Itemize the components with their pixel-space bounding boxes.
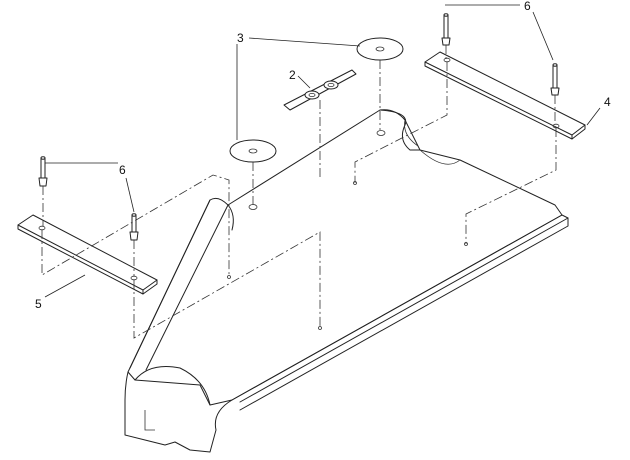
stud-bolts — [38, 13, 560, 241]
callout-6-upper: 6 — [524, 0, 531, 13]
main-panel — [124, 109, 569, 453]
callout-3: 3 — [237, 31, 244, 45]
assembly-center-lines — [41, 45, 557, 339]
callout-labels: 2 3 4 5 6 6 — [35, 0, 611, 311]
washer-upper — [356, 37, 404, 61]
spring-clip — [283, 69, 357, 111]
strap-plate-left — [17, 214, 158, 295]
washer-left — [229, 139, 277, 163]
callout-6-left: 6 — [119, 163, 126, 177]
callout-2: 2 — [289, 68, 296, 82]
strap-plate-upper — [424, 51, 586, 140]
leader-lines — [44, 4, 601, 298]
callout-4: 4 — [604, 95, 611, 109]
callout-5: 5 — [35, 297, 42, 311]
